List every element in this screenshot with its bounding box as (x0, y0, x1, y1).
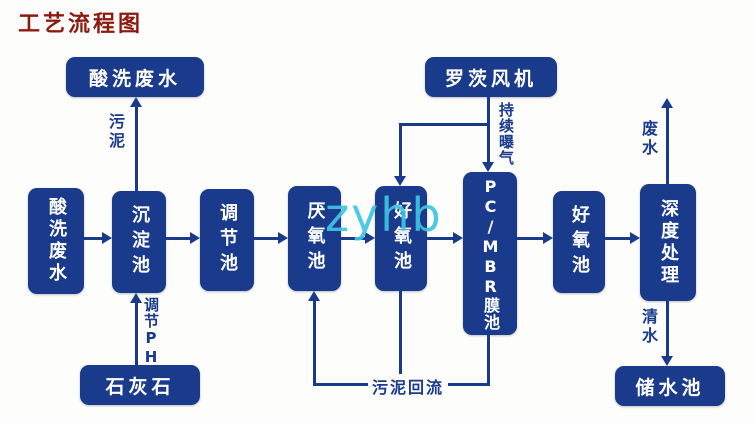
arrowhead-blower-to-aerobic1 (394, 176, 406, 186)
box-acid-wash-wastewater-top: 酸洗废水 (66, 57, 204, 97)
box-anaerobic-tank: 厌氧池 (288, 186, 341, 291)
arrowhead-aerobic2-to-deep (630, 232, 640, 244)
box-limestone: 石灰石 (80, 365, 200, 405)
arrow-line-acid-to-sedimentation (84, 237, 103, 240)
arrowhead-aerobic1-to-mbr (453, 232, 463, 244)
box-aerobic-tank-1: 好氧池 (375, 186, 427, 291)
arrow-line-blower-branch-v (399, 123, 402, 177)
arrowhead-return-to-anaerobic (308, 291, 320, 301)
arrow-line-aerobic2-to-deep (605, 237, 631, 240)
arrow-line-sedimentation-to-regulating (166, 237, 191, 240)
watermark-text: zyhb (325, 188, 443, 242)
arrow-line-aerobic1-to-mbr (427, 237, 454, 240)
arrowhead-anaerobic-to-aerobic1 (365, 232, 375, 244)
arrow-line-sludge-up (135, 106, 138, 191)
label-sludge: 污泥 (106, 113, 125, 151)
label-sludge-return: 污泥回流 (368, 374, 449, 398)
box-aerobic-tank-2: 好氧池 (553, 191, 605, 293)
arrowhead-deep-to-storage (661, 356, 673, 366)
page-title: 工艺流程图 (18, 11, 144, 37)
arrow-line-return-to-anaerobic (313, 301, 316, 386)
box-regulating-tank: 调节池 (200, 189, 254, 291)
arrow-line-blower-branch-h (399, 123, 490, 126)
arrow-line-regulating-to-anaerobic (254, 237, 279, 240)
arrowhead-limestone-up (130, 293, 142, 303)
box-roots-blower: 罗茨风机 (425, 57, 557, 97)
box-mbr-membrane-tank: PC/MBR膜池 (463, 172, 517, 335)
box-acid-wash-wastewater-left: 酸洗废水 (28, 188, 84, 294)
arrow-line-anaerobic-to-aerobic1 (341, 237, 366, 240)
arrow-line-mbr-to-aerobic2 (517, 237, 544, 240)
arrowhead-regulating-to-anaerobic (278, 232, 288, 244)
arrow-line-return-aerobic1-down (399, 291, 402, 386)
arrowhead-acid-to-sedimentation (102, 232, 112, 244)
arrow-line-deep-up (666, 108, 669, 184)
box-deep-treatment: 深度处理 (640, 184, 696, 301)
arrowhead-mbr-to-aerobic2 (543, 232, 553, 244)
label-clear-water: 清水 (639, 308, 658, 346)
label-wastewater: 废水 (639, 120, 658, 158)
arrowhead-deep-up (661, 98, 673, 108)
arrowhead-blower-to-mbr (482, 162, 494, 172)
label-continuous-aeration: 持续曝气 (497, 102, 515, 166)
arrow-line-blower-to-mbr (487, 97, 490, 163)
arrowhead-sedimentation-to-regulating (190, 232, 200, 244)
arrow-line-deep-to-storage (666, 301, 669, 357)
arrow-line-limestone-up (135, 303, 138, 365)
box-storage-tank: 储水池 (615, 366, 725, 406)
arrowhead-sludge-up (130, 97, 142, 107)
label-adjust-ph: 调节PH (142, 297, 160, 367)
box-sedimentation-tank: 沉淀池 (112, 191, 166, 293)
arrow-line-return-mbr-down (487, 335, 490, 386)
